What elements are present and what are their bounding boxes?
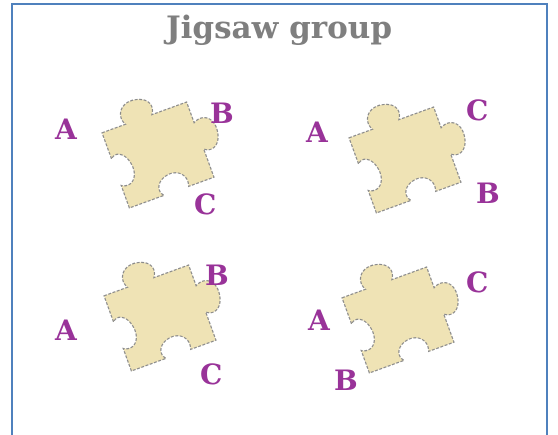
piece-2-label-b: B	[476, 177, 500, 210]
piece-shape	[335, 241, 472, 373]
piece-3-label-b: B	[205, 259, 229, 292]
piece-4-label-c: C	[466, 266, 488, 299]
piece-3-label-a: A	[54, 314, 78, 347]
piece-1-label-b: B	[210, 97, 234, 130]
piece-2-label-c: C	[466, 94, 488, 127]
piece-1-label-a: A	[54, 113, 78, 146]
piece-3-label-c: C	[200, 358, 222, 391]
piece-1-label-c: C	[194, 188, 216, 221]
puzzle-piece-2	[342, 81, 479, 213]
puzzle-piece-4	[335, 241, 472, 373]
piece-4-label-b: B	[334, 364, 358, 397]
piece-4-label-a: A	[307, 304, 331, 337]
piece-shape	[342, 81, 479, 213]
piece-2-label-a: A	[305, 116, 329, 149]
